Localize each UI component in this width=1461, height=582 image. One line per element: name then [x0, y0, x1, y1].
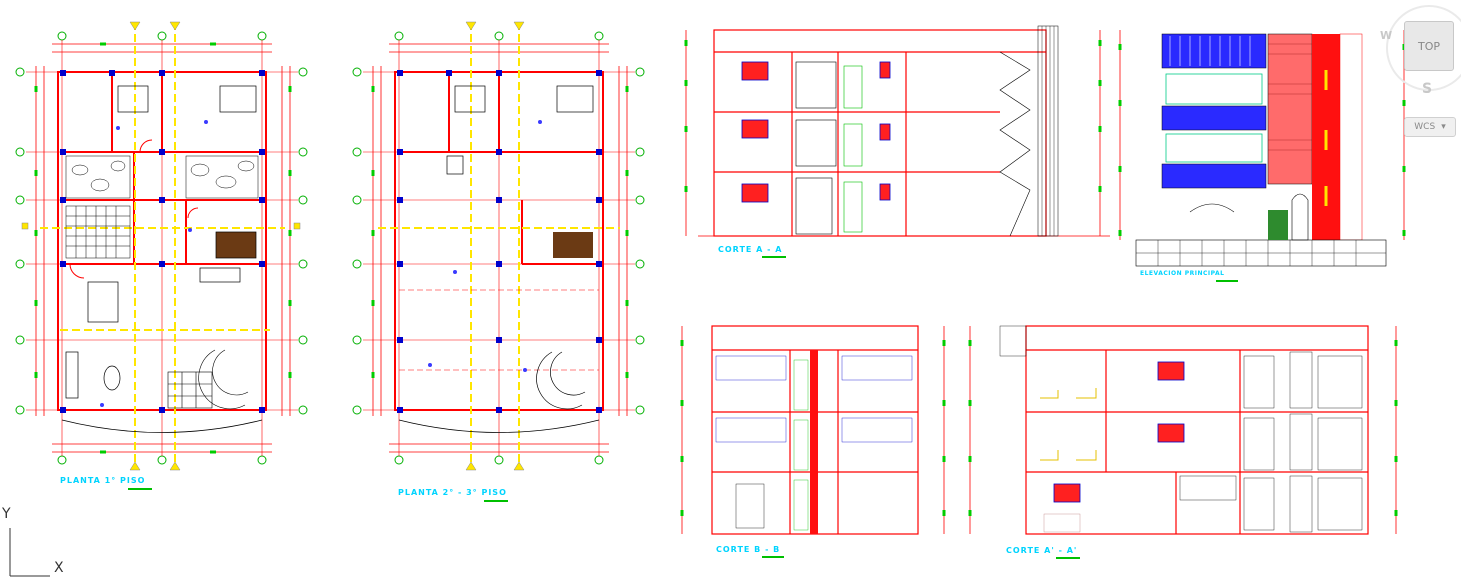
corte-a-title-underline	[762, 256, 786, 258]
planta-2-floor-plan	[352, 21, 645, 471]
planta-1-floor-plan	[15, 21, 308, 471]
chevron-down-icon: ▾	[1441, 122, 1446, 132]
corte-a2-title: CORTE A' - A'	[1006, 546, 1078, 555]
corte-a2-title-underline	[1056, 557, 1080, 559]
planta-1-title: PLANTA 1° PISO	[60, 476, 146, 485]
corte-b-title-underline	[762, 556, 784, 558]
planta-2-title-underline	[484, 500, 508, 502]
ucs-x-label: X	[54, 560, 64, 576]
elevacion-title: ELEVACION PRINCIPAL	[1140, 270, 1225, 277]
corte-a-section	[684, 25, 1110, 237]
viewcube-south-label[interactable]: S	[1422, 81, 1433, 97]
viewcube-compass-ring[interactable]	[1386, 5, 1461, 91]
viewcube[interactable]: W TOP S WCS ▾	[1380, 5, 1461, 145]
viewcube-west-label[interactable]: W	[1380, 29, 1393, 42]
viewcube-top-face[interactable]: TOP	[1404, 21, 1454, 71]
corte-a2-section	[968, 325, 1398, 535]
elevacion-title-underline	[1216, 280, 1238, 282]
ucs-axis-icon	[9, 528, 50, 577]
corte-a-title: CORTE A - A	[718, 245, 783, 254]
planta-2-title: PLANTA 2° - 3° PISO	[398, 488, 507, 497]
planta-1-title-underline	[128, 488, 152, 490]
ucs-y-label: Y	[2, 506, 11, 522]
corte-b-title: CORTE B - B	[716, 545, 781, 554]
elevacion-principal	[1118, 30, 1406, 267]
wcs-label: WCS	[1414, 122, 1436, 132]
corte-b-section	[680, 325, 946, 535]
wcs-menu-button[interactable]: WCS ▾	[1404, 117, 1456, 137]
